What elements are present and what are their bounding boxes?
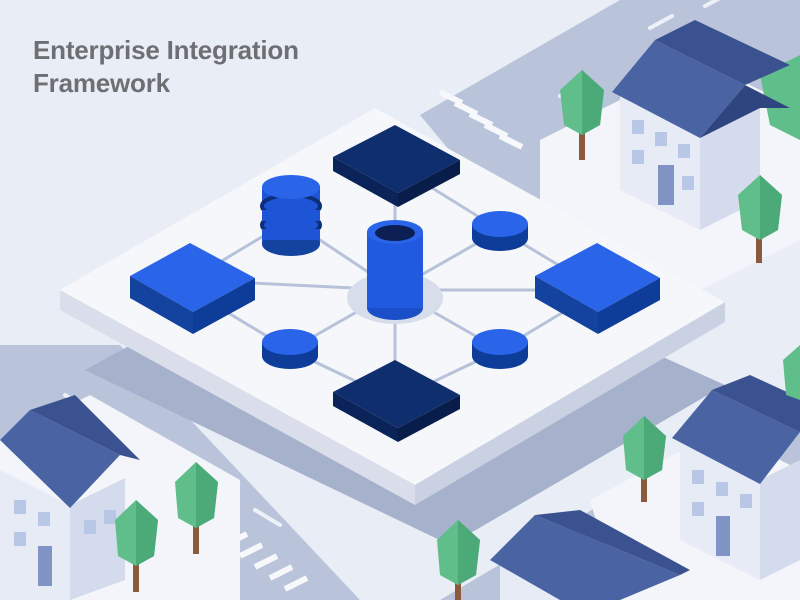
house-icon — [612, 20, 790, 230]
crosswalk-top — [438, 89, 524, 150]
platform-side — [60, 290, 415, 505]
cylinder-tank-icon — [367, 220, 423, 320]
connector-node-icon — [472, 329, 528, 369]
house-icon — [490, 510, 690, 600]
tree-icon — [783, 345, 800, 400]
server-block-icon — [130, 243, 255, 334]
title-line-2: Framework — [33, 68, 170, 98]
house-icon — [672, 375, 800, 580]
tree-icon — [623, 416, 666, 502]
server-block-icon — [535, 243, 660, 334]
tree-icon — [738, 175, 782, 263]
tree-icon — [560, 70, 604, 160]
connector-node-icon — [262, 329, 318, 369]
database-stack-icon — [260, 175, 322, 256]
tree-icon — [437, 520, 480, 600]
platform-side-right — [415, 302, 725, 505]
server-block-icon — [333, 360, 460, 442]
server-block-icon — [333, 125, 460, 207]
tree-icon — [175, 462, 218, 554]
green-lawn-top-right — [760, 55, 800, 140]
house-icon — [0, 395, 140, 600]
connector-node-icon — [472, 211, 528, 251]
tree-icon — [115, 500, 158, 592]
page-title: Enterprise Integration Framework — [33, 34, 299, 100]
title-line-1: Enterprise Integration — [33, 35, 299, 65]
